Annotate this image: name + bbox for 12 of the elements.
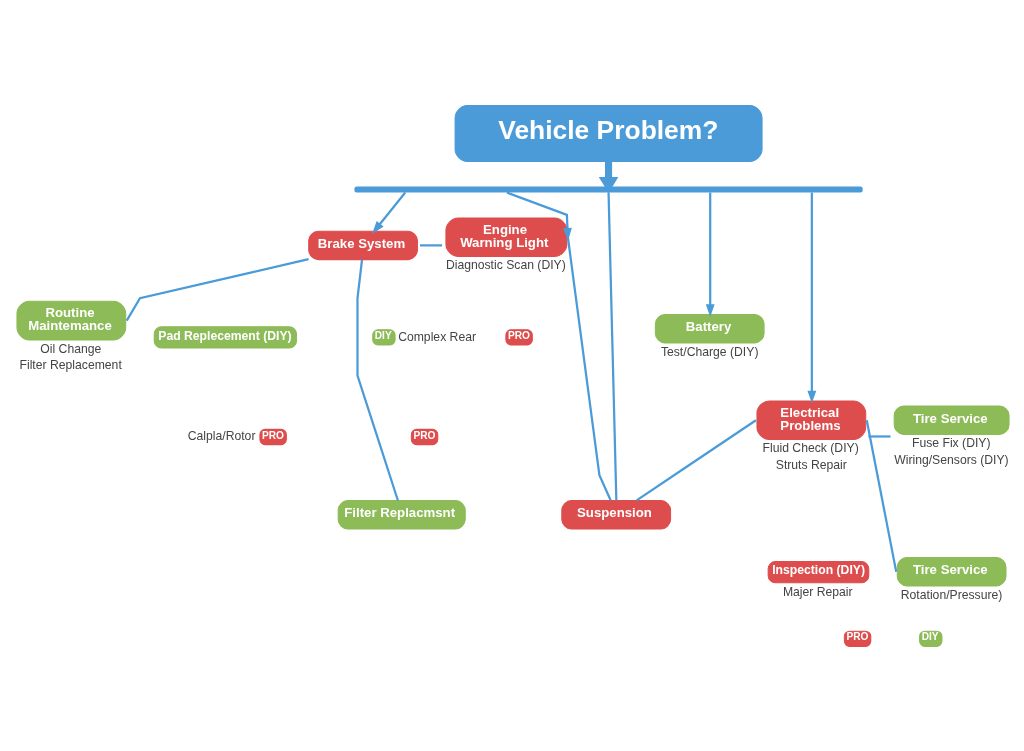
node-label: Oil Change [39,341,101,356]
node-label: Rotation/Pressure) [900,587,1002,602]
node-label: Complex Rear [397,329,476,344]
node-label: Filter Replacement [19,357,122,372]
node-label: Calpla/Rotor [187,429,255,444]
node-label: Wiring/Sensors (DIY) [893,452,1009,467]
node-label: Majer Repair [782,584,853,599]
node-label: Fluid Check (DIY) [762,441,859,456]
node-label: Test/Charge (DIY) [660,344,758,359]
node-label: Fuse Fix (DIY) [911,436,991,451]
node-label: Struts Repair [775,457,847,472]
node-label: Diagnostic Scan (DIY) [445,258,566,273]
